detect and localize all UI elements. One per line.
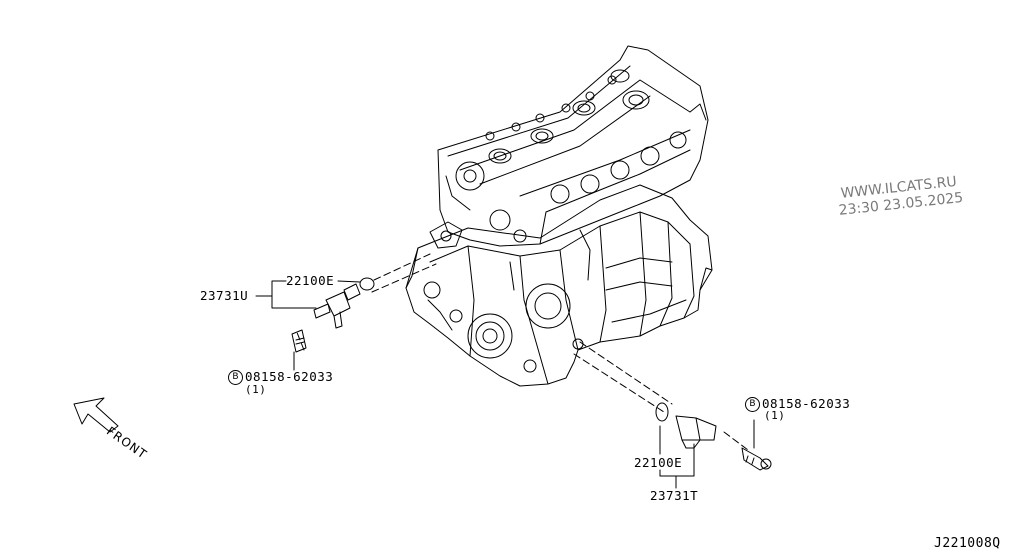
label-lower-bolt-part: 08158-62033 [762, 396, 851, 411]
upper-sensor-assembly [291, 277, 375, 353]
leader-lines [255, 280, 755, 489]
label-lower-sensor-part: 23731T [650, 488, 699, 503]
label-upper-sensor-part: 23731U [200, 288, 249, 303]
bolt-mark-lower: B [745, 397, 760, 412]
label-lower-bolt-qty: (1) [764, 409, 786, 422]
diagram-code: J221008Q [934, 536, 1001, 551]
label-upper-oring-part: 22100E [286, 273, 335, 288]
bolt-mark-upper: B [228, 370, 243, 385]
installation-guide-lines [295, 253, 749, 451]
lower-sensor-assembly [655, 402, 772, 471]
engine-block [405, 184, 713, 387]
cylinder-head [429, 45, 709, 249]
label-lower-oring-part: 22100E [634, 455, 683, 470]
front-arrow-icon [73, 397, 119, 433]
label-upper-bolt-qty: (1) [245, 383, 267, 396]
label-upper-bolt-part: 08158-62033 [245, 369, 334, 384]
